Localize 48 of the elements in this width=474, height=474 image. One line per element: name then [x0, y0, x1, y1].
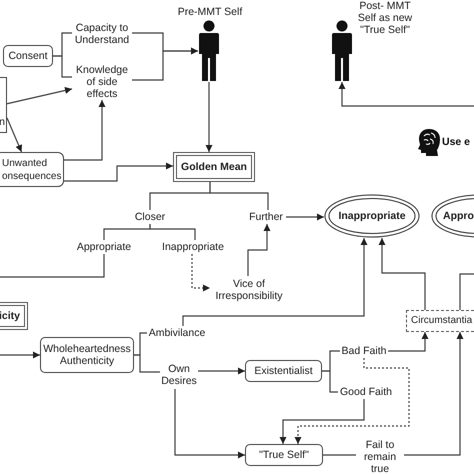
- node-text: Further: [246, 210, 286, 224]
- connector-arrow: [64, 100, 106, 161]
- process-box: n: [0, 77, 7, 133]
- process-box: Existentialist: [245, 360, 322, 382]
- node-text: Inappropriate: [160, 240, 226, 254]
- person-icon: [198, 20, 220, 82]
- connector-arrow: [6, 87, 72, 104]
- node-text: Good Faith: [338, 385, 394, 399]
- node-text: Appropriate: [74, 240, 134, 254]
- connector-arrow: [338, 82, 474, 107]
- process-box: Wholeheartedness Authenticity: [40, 337, 134, 373]
- connector-arrow: [294, 358, 410, 444]
- process-box: "True Self": [245, 444, 323, 466]
- figure-caption: Post- MMT Self as new "True Self": [357, 0, 413, 36]
- emphasis-box: icity: [0, 302, 28, 330]
- connector-arrow: [286, 214, 324, 220]
- node-text: Fail to remain true: [356, 441, 404, 472]
- connector-arrow: [198, 368, 245, 374]
- connector-arrow: [206, 82, 212, 152]
- node-text: Knowledge of side effects: [72, 64, 132, 100]
- node-text: Own Desires: [160, 361, 198, 389]
- note-text: Use e: [442, 136, 470, 149]
- dashed-box: Circumstantia: [406, 310, 474, 332]
- figure-caption: Pre-MMT Self: [176, 6, 244, 18]
- node-text: Ambivilance: [147, 326, 207, 340]
- node-text: Bad Faith: [340, 344, 388, 358]
- connector-arrow: [247, 224, 270, 276]
- node-text: Vice of Irresponsibility: [210, 276, 288, 304]
- connector-arrow: [182, 238, 368, 326]
- process-box: Unwanted onsequences: [0, 152, 64, 187]
- connector-arrow: [404, 332, 464, 456]
- node-text: Capacity to Understand: [72, 22, 132, 46]
- connector-arrow: [388, 332, 428, 352]
- connector-arrow: [378, 238, 426, 310]
- node-text: Closer: [130, 210, 170, 224]
- connector-arrow: [132, 48, 198, 81]
- connector-arrow: [459, 273, 474, 310]
- connector-arrow: [191, 254, 210, 292]
- connector-arrow: [64, 162, 173, 182]
- connector-arrow: [174, 389, 245, 458]
- process-box: Consent: [3, 45, 53, 67]
- connector-arrow: [6, 118, 22, 152]
- emphasis-box: Golden Mean: [173, 152, 255, 182]
- connector-arrow: [280, 399, 365, 444]
- connector-arrow: [0, 352, 40, 358]
- person-icon: [331, 20, 353, 82]
- ellipse-label: Inappropriate: [337, 210, 407, 222]
- ellipse-label: Appro: [443, 210, 474, 222]
